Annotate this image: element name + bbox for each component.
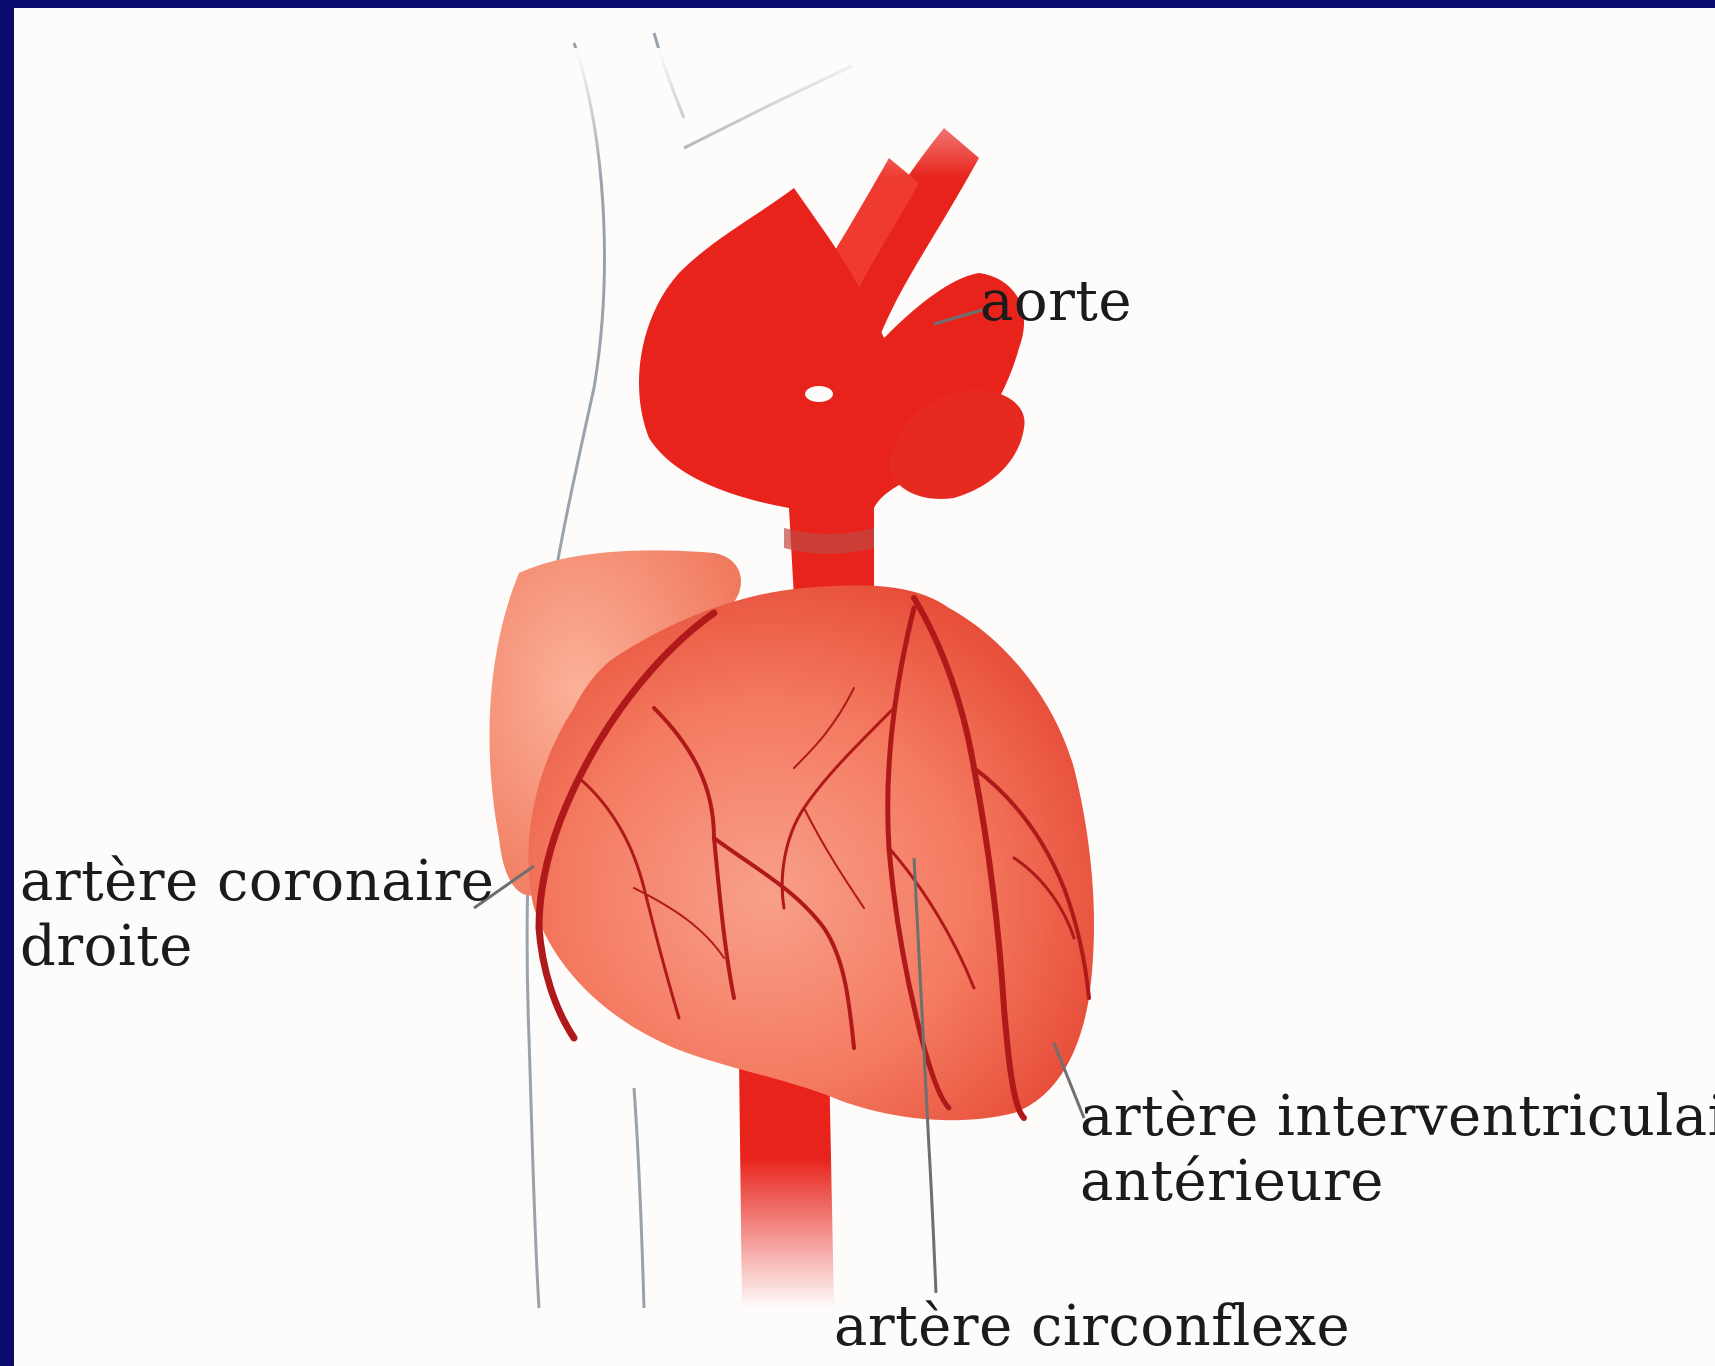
label-interventriculaire-line1: artère interventriculaire — [1080, 1083, 1715, 1151]
label-interventriculaire-line2: antérieure — [1080, 1148, 1384, 1216]
label-circonflexe: artère circonflexe — [834, 1293, 1350, 1361]
label-aorte: aorte — [980, 268, 1132, 336]
label-coronaire-droite-line2: droite — [20, 913, 193, 981]
label-coronaire-droite-line1: artère coronaire — [20, 848, 494, 916]
heart-illustration — [14, 8, 1715, 1366]
diagram-frame: aorte artère coronaire droite artère int… — [14, 8, 1715, 1366]
